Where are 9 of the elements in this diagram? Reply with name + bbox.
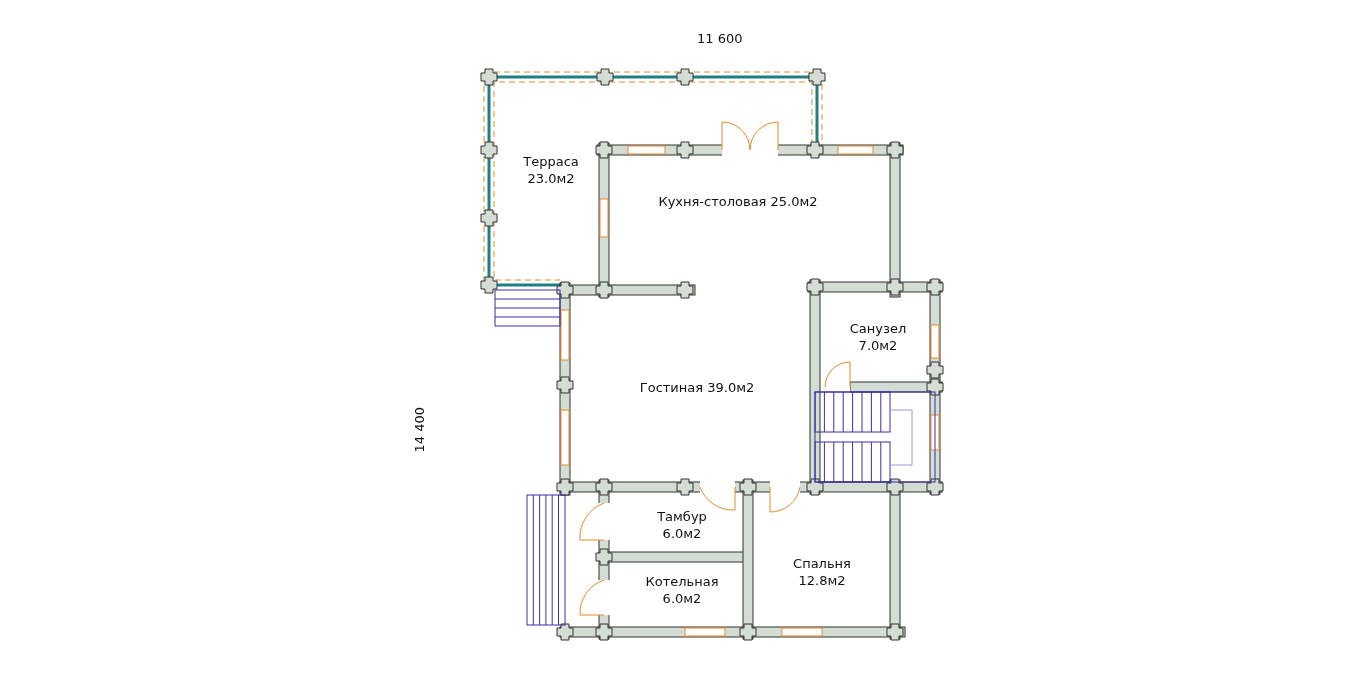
room-label: Кухня-столовая 25.0м2 xyxy=(658,192,818,210)
dimension-label: 14 400 xyxy=(412,407,427,453)
room-label: Тамбур 6.0м2 xyxy=(642,508,722,542)
room-label: Гостиная 39.0м2 xyxy=(639,378,755,396)
room-label: Спальня 12.8м2 xyxy=(782,555,862,589)
room-label: Санузел 7.0м2 xyxy=(838,320,918,354)
dimension-label: 11 600 xyxy=(697,31,743,46)
room-label: Терраса 23.0м2 xyxy=(506,153,596,187)
room-label: Котельная 6.0м2 xyxy=(632,573,732,607)
